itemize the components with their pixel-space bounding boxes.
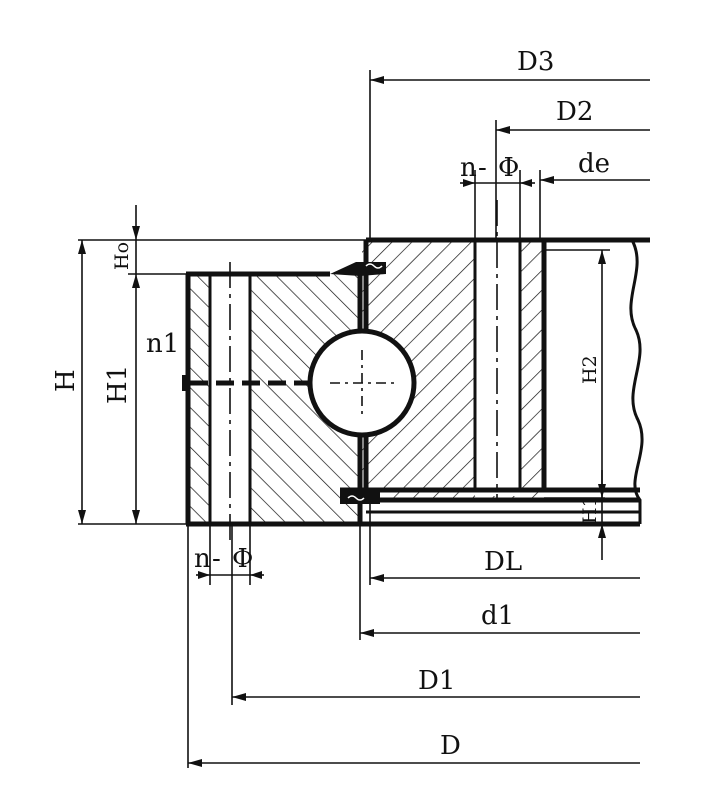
label-H1: H1 bbox=[103, 365, 133, 404]
label-D: D bbox=[440, 731, 461, 761]
label-n-bottom: n bbox=[194, 544, 211, 574]
label-DL: DL bbox=[484, 547, 522, 577]
seal-bottom bbox=[340, 492, 380, 504]
extension-lines bbox=[78, 70, 610, 768]
center-lines bbox=[229, 200, 498, 540]
seal-top bbox=[330, 262, 386, 276]
label-d1: d1 bbox=[481, 601, 514, 631]
label-H: H bbox=[51, 369, 81, 392]
label-H2: H2 bbox=[579, 355, 601, 384]
label-phi-bottom: Φ bbox=[232, 544, 253, 574]
label-n1: n1 bbox=[146, 329, 179, 359]
label-de: de bbox=[578, 149, 610, 179]
rolling-ball bbox=[307, 328, 417, 438]
label-dash-bottom: - bbox=[212, 544, 221, 574]
label-n-top: n bbox=[460, 153, 477, 183]
lubrication-hole bbox=[182, 375, 310, 391]
break-line bbox=[629, 239, 644, 524]
label-Ho: Ho bbox=[111, 242, 133, 270]
label-dash-top: - bbox=[478, 153, 487, 183]
label-Hl: H1 bbox=[579, 495, 601, 524]
label-D1: D1 bbox=[418, 666, 455, 696]
label-phi-top: Φ bbox=[498, 153, 519, 183]
labels: D3 D2 n - Φ de Ho H H1 n1 H2 H1 n - Φ DL… bbox=[51, 47, 610, 761]
label-D3: D3 bbox=[517, 47, 554, 77]
label-D2: D2 bbox=[556, 97, 593, 127]
